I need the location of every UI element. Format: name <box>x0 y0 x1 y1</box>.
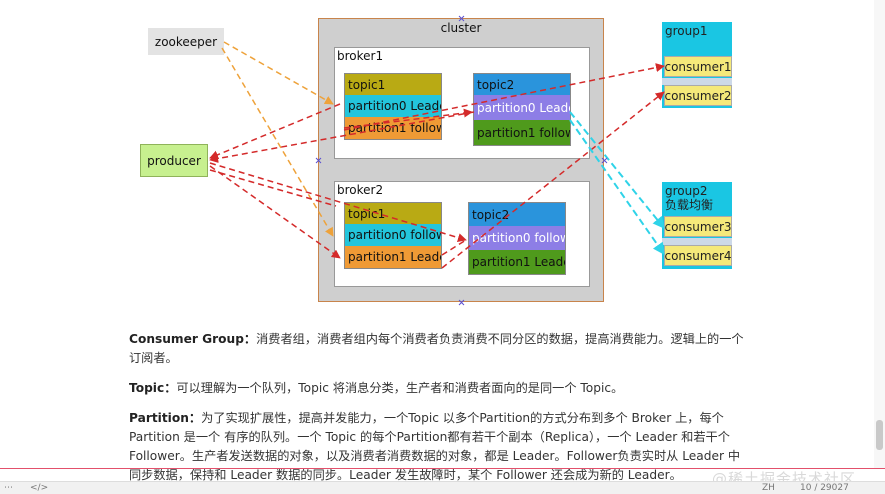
broker1-topic2-partition1: partition1 follower <box>474 120 570 145</box>
broker2-topic2: topic2 partition0 follower partition1 Le… <box>468 202 566 275</box>
broker2-topic1-partition1: partition1 Leader <box>345 246 441 268</box>
broker2-node: broker2 topic1 partition0 follower parti… <box>334 181 590 287</box>
scrollbar-track[interactable] <box>874 0 885 468</box>
producer-node: producer <box>140 144 208 177</box>
broker1-topic1-partition0: partition0 Leader <box>345 95 441 117</box>
broker1-topic2: topic2 partition0 Leader partition1 foll… <box>473 73 571 146</box>
zk-to-broker1-arrow <box>223 41 334 105</box>
code-icon[interactable]: </> <box>30 483 49 493</box>
consumer1-node: consumer1 <box>664 56 732 77</box>
group2-node: group2 负载均衡 consumer3 consumer4 <box>662 182 732 269</box>
group1-node: group1 consumer1 consumer2 <box>662 22 732 108</box>
broker2-label: broker2 <box>337 183 384 197</box>
broker2-topic2-label: topic2 <box>469 203 565 226</box>
bottom-toolbar: ⋯ </> ZH 10 / 29027 <box>0 481 885 494</box>
group1-label: group1 <box>665 24 708 38</box>
cluster-label: cluster <box>440 21 482 35</box>
broker1-topic2-label: topic2 <box>474 74 570 95</box>
group1-gap <box>662 78 732 85</box>
scrollbar-thumb[interactable] <box>876 420 883 450</box>
zookeeper-label: zookeeper <box>154 34 218 49</box>
term-consumer-group: Consumer Group： <box>129 332 257 346</box>
cluster-node: cluster broker1 topic1 partition0 Leader… <box>318 18 604 302</box>
group2-label: group2 负载均衡 <box>665 184 713 212</box>
kafka-architecture-diagram: zookeeper producer cluster broker1 topic… <box>140 15 732 306</box>
group2-title: group2 <box>665 184 708 198</box>
broker2-topic1: topic1 partition0 follower partition1 Le… <box>344 202 442 269</box>
broker2-topic2-partition0: partition0 follower <box>469 226 565 250</box>
broker1-topic1-partition1: partition1 follower <box>345 117 441 139</box>
broker1-topic2-partition0: partition0 Leader <box>474 95 570 120</box>
word-counter: 10 / 29027 <box>800 483 849 493</box>
paragraph-consumer-group: Consumer Group：消费者组，消费者组内每个消费者负责消费不同分区的数… <box>129 330 749 368</box>
divider-line <box>0 468 885 469</box>
consumer3-node: consumer3 <box>664 216 732 237</box>
paragraph-partition: Partition：为了实现扩展性，提高并发能力，一个Topic 以多个Part… <box>129 409 749 485</box>
term-topic: Topic： <box>129 381 177 395</box>
broker2-topic1-label: topic1 <box>345 203 441 224</box>
consumer4-node: consumer4 <box>664 245 732 266</box>
desc-partition: 为了实现扩展性，提高并发能力，一个Topic 以多个Partition的方式分布… <box>129 411 741 482</box>
consumer2-node: consumer2 <box>664 85 732 106</box>
desc-topic: 可以理解为一个队列，Topic 将消息分类，生产者和消费者面向的是同一个 Top… <box>176 381 624 395</box>
producer-label: producer <box>147 153 201 168</box>
broker2-topic2-partition1: partition1 Leader <box>469 250 565 274</box>
group2-gap <box>662 238 732 245</box>
broker1-node: broker1 topic1 partition0 Leader partiti… <box>334 47 590 159</box>
desc-consumer-group: 消费者组，消费者组内每个消费者负责消费不同分区的数据，提高消费能力。逻辑上的一个… <box>129 332 744 365</box>
broker1-topic1-label: topic1 <box>345 74 441 95</box>
menu-icon[interactable]: ⋯ <box>4 483 13 493</box>
language-indicator[interactable]: ZH <box>762 483 775 493</box>
paragraph-topic: Topic：可以理解为一个队列，Topic 将消息分类，生产者和消费者面向的是同… <box>129 379 749 398</box>
zk-to-broker2-arrow <box>221 47 334 237</box>
term-partition: Partition： <box>129 411 202 425</box>
zookeeper-node: zookeeper <box>148 28 224 55</box>
broker2-topic1-partition0: partition0 follower <box>345 224 441 246</box>
broker1-topic1: topic1 partition0 Leader partition1 foll… <box>344 73 442 140</box>
group2-subtitle: 负载均衡 <box>665 198 714 212</box>
broker1-label: broker1 <box>337 49 384 63</box>
